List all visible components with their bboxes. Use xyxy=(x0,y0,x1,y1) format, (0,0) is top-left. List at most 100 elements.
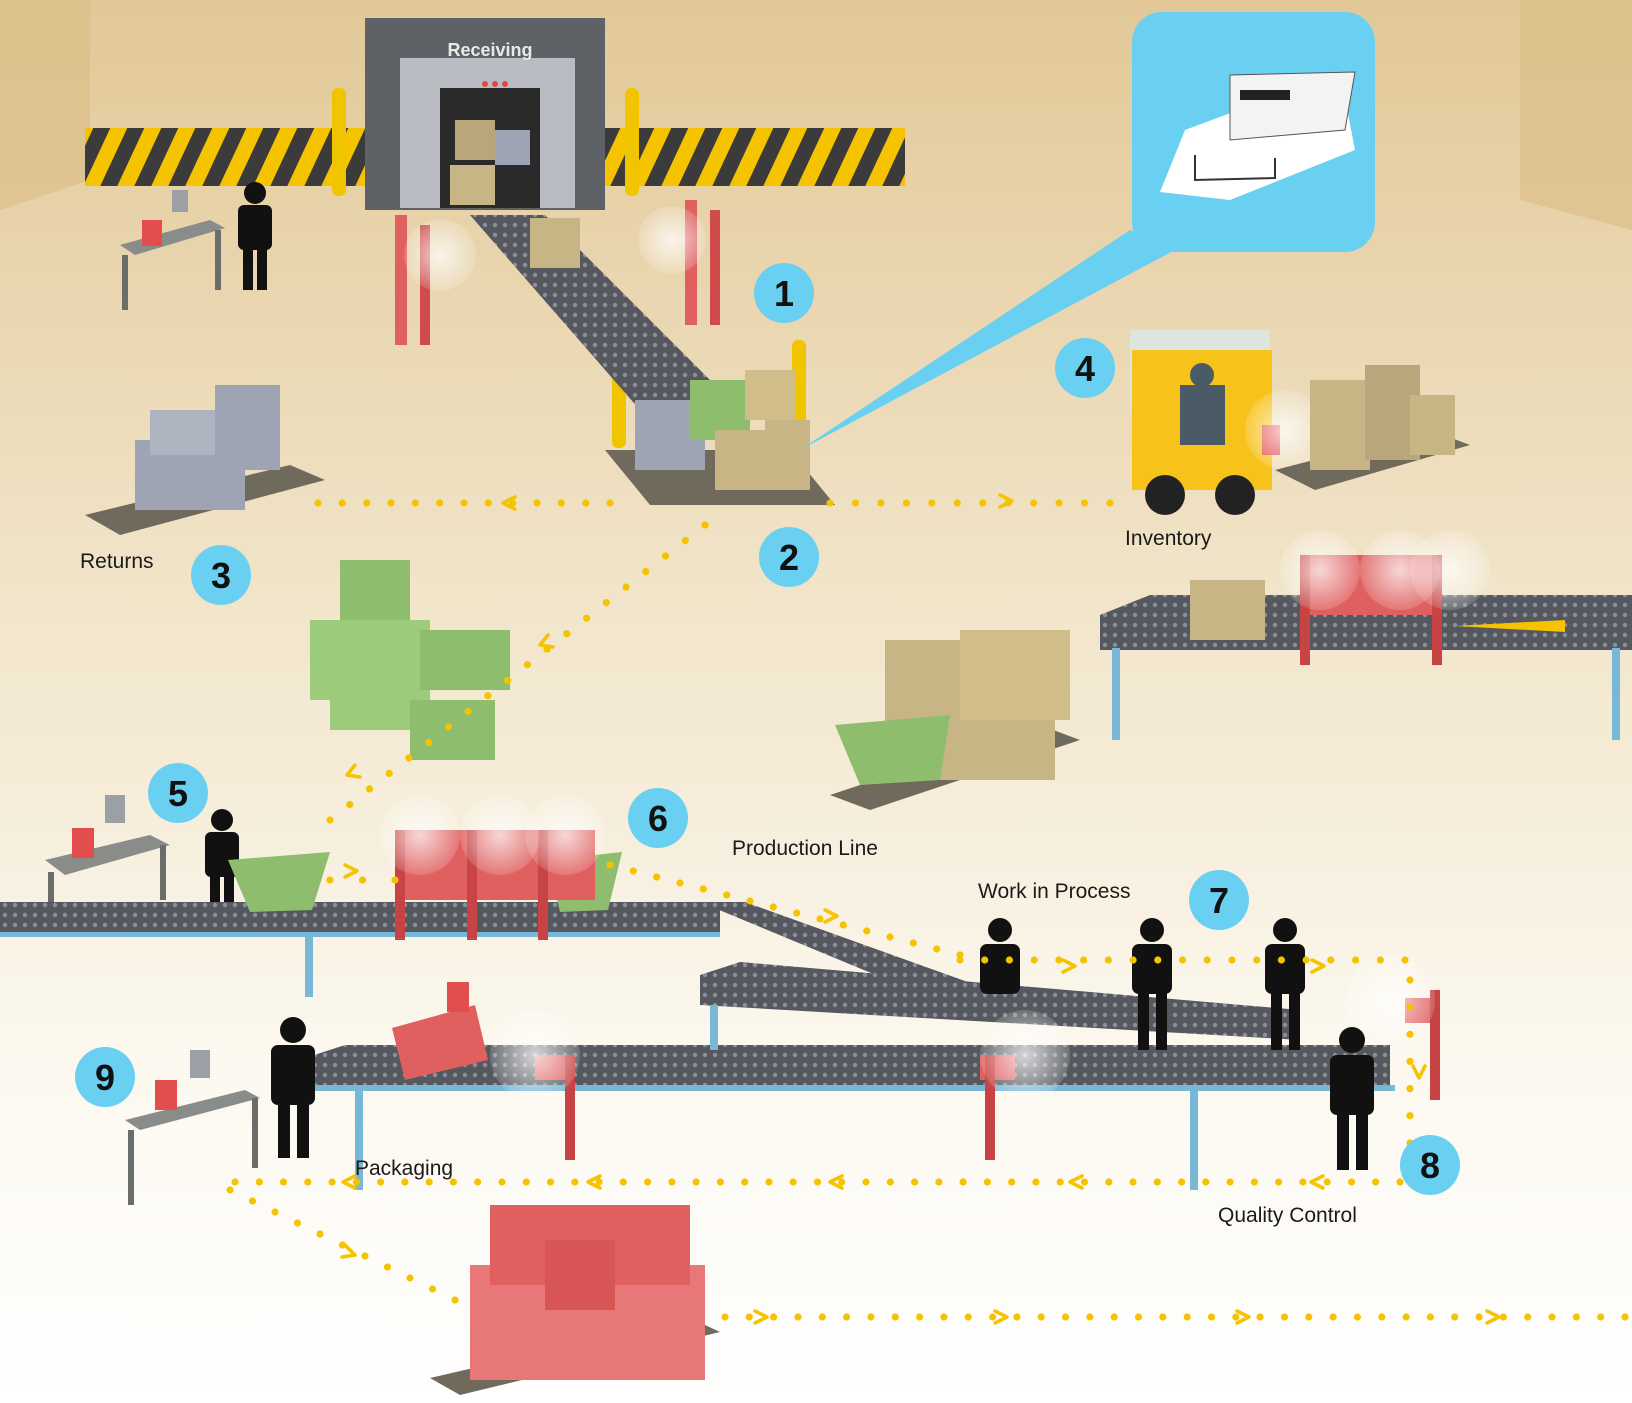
flow-dot xyxy=(956,956,964,964)
flow-dot xyxy=(1406,1030,1414,1038)
flow-dot xyxy=(583,614,591,622)
flow-dot xyxy=(231,1178,239,1186)
worker-icon xyxy=(1330,1027,1374,1170)
flow-dot xyxy=(606,861,614,869)
flow-dot xyxy=(226,1186,234,1194)
area-label-packaging: Packaging xyxy=(355,1157,453,1180)
flow-dot xyxy=(1202,1178,1210,1186)
flow-dot xyxy=(1153,1178,1161,1186)
flow-dot xyxy=(425,1178,433,1186)
flow-dot xyxy=(328,1178,336,1186)
pallet-icon xyxy=(1275,365,1470,490)
flow-dot xyxy=(953,499,961,507)
flow-dot xyxy=(316,1230,324,1238)
flow-dot xyxy=(723,891,731,899)
flow-dot xyxy=(365,785,374,793)
flow-dot xyxy=(642,568,650,576)
svg-text:8: 8 xyxy=(1420,1145,1440,1186)
flow-dot xyxy=(1134,1313,1143,1321)
flow-dot xyxy=(1353,1313,1361,1321)
worker-icon xyxy=(1132,918,1172,1050)
pallet-icon xyxy=(830,630,1080,810)
flow-dot xyxy=(406,1274,414,1282)
flow-dot xyxy=(1275,1178,1283,1186)
flow-dot xyxy=(1154,956,1162,964)
flow-dot xyxy=(745,1313,753,1321)
worker-icon xyxy=(271,1017,315,1158)
area-label-work-in-process: Work in Process xyxy=(978,880,1131,903)
flow-dot xyxy=(1323,1178,1331,1186)
flow-dot xyxy=(1055,956,1063,964)
flow-dot xyxy=(1013,1313,1021,1321)
flow-dot xyxy=(1406,976,1414,984)
flow-dot xyxy=(668,1178,676,1186)
worker-icon xyxy=(1265,918,1305,1050)
flow-dot xyxy=(1499,1313,1507,1321)
area-label-production-line: Production Line xyxy=(732,837,878,860)
flow-dot xyxy=(358,876,367,884)
flow-dot xyxy=(916,1313,924,1321)
flow-dot xyxy=(606,499,614,507)
svg-text:1: 1 xyxy=(774,273,794,314)
flow-dot xyxy=(928,499,936,507)
workstation-icon xyxy=(125,1050,260,1205)
flow-dot xyxy=(789,1178,797,1186)
flow-dot xyxy=(363,499,371,507)
area-label-returns: Returns xyxy=(80,550,154,573)
step-badge: 4 xyxy=(1055,338,1115,398)
box-stack xyxy=(310,560,510,760)
flow-dot xyxy=(326,816,334,824)
flow-dot xyxy=(1232,1313,1240,1321)
flow-dot xyxy=(692,1178,700,1186)
flow-dot xyxy=(346,800,354,809)
flow-dot xyxy=(1080,956,1088,964)
flow-dot xyxy=(411,499,419,507)
flow-dot xyxy=(1406,1003,1414,1011)
flow-dot xyxy=(1327,956,1335,964)
flow-dot xyxy=(326,876,334,884)
pallet-icon xyxy=(430,1205,720,1395)
flow-dot xyxy=(813,1178,822,1186)
flow-dot xyxy=(522,1178,530,1186)
flow-dot xyxy=(338,499,346,507)
step-badge: 5 xyxy=(148,763,208,823)
svg-text:4: 4 xyxy=(1075,348,1095,389)
flow-dot xyxy=(940,1313,948,1321)
flow-dot xyxy=(460,499,468,507)
flow-dot xyxy=(1008,1178,1016,1186)
flow-dot xyxy=(851,499,860,507)
flow-dot xyxy=(1228,956,1236,964)
flow-dot xyxy=(385,769,393,778)
flow-dot xyxy=(629,867,637,875)
flow-dot xyxy=(1110,1313,1118,1321)
flow-dot xyxy=(484,499,492,507)
flow-dot xyxy=(838,1178,846,1186)
flow-dot xyxy=(794,1313,802,1321)
flow-dot xyxy=(1277,956,1285,964)
flow-dot xyxy=(271,1208,279,1216)
flow-dot xyxy=(1621,1313,1629,1321)
flow-dot xyxy=(279,1178,288,1186)
flow-dot xyxy=(886,933,894,941)
flow-dot xyxy=(1299,1178,1307,1186)
flow-dot xyxy=(1302,956,1310,964)
flow-dot xyxy=(911,1178,919,1186)
flow-dot xyxy=(248,1197,257,1205)
svg-text:9: 9 xyxy=(95,1057,115,1098)
flow-dot xyxy=(1406,1112,1414,1120)
flow-dot xyxy=(1372,1178,1380,1186)
flow-dot xyxy=(1402,1313,1410,1321)
flow-dot xyxy=(981,956,989,964)
flow-dot xyxy=(504,676,512,684)
flow-dot xyxy=(1030,499,1038,507)
flow-dot xyxy=(474,1178,482,1186)
flow-dot xyxy=(681,536,689,545)
flow-dot xyxy=(1401,956,1409,964)
rfid-reader xyxy=(447,982,469,1012)
flow-dot xyxy=(1253,956,1261,964)
flow-dot xyxy=(909,939,917,947)
flow-dot xyxy=(509,499,517,507)
flow-dot xyxy=(746,897,754,905)
flow-dot xyxy=(1106,499,1114,507)
workstation-icon xyxy=(45,795,170,912)
